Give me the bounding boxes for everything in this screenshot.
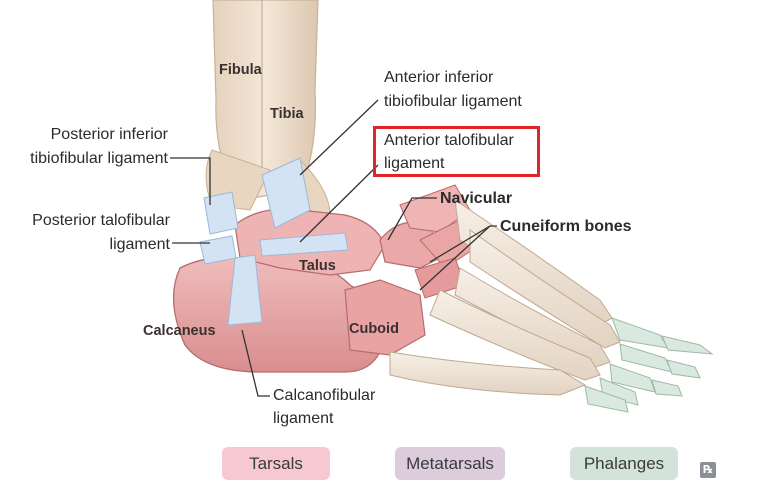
posterior-talofibular-label-line1: Posterior talofibular [32,212,170,229]
leader-lines [170,99,497,397]
legend-phalanges: Phalanges [570,447,678,480]
cuneiform-label: Cuneiform bones [500,218,632,235]
posterior-inferior-tibiofibular-label-line2: tibiofibular ligament [30,150,168,167]
leader-cuneiform-2 [419,225,491,291]
highlight-box [373,126,540,177]
navicular-label: Navicular [440,190,513,207]
metatarsal-bones [389,198,621,396]
cuboid-label: Cuboid [349,321,399,337]
leader-calcanofibular [241,329,270,397]
calcanofibular-label-line2: ligament [273,410,334,427]
anterior-inferior-tibiofibular-label-line1: Anterior inferior [384,69,494,86]
leader-posterior-inferior-tibiofibular [170,157,211,205]
talus-label: Talus [299,258,336,274]
anterior-talofibular-label-line2: ligament [384,155,445,172]
anterior-talofibular-label-line1: Anterior talofibular [384,132,514,149]
leader-navicular [387,197,437,241]
rx-badge-icon: ℞ [700,462,716,478]
posterior-talofibular-label-line2: ligament [109,236,170,253]
legend-metatarsals: Metatarsals [395,447,505,480]
leader-anterior-talofibular [299,164,379,243]
legend-tarsals: Tarsals [222,447,330,480]
leader-anterior-inferior-tibiofibular [299,99,379,176]
calcaneus-label: Calcaneus [143,323,216,339]
phalanges [584,317,714,413]
calcanofibular-label-line1: Calcanofibular [273,387,376,404]
anterior-inferior-tibiofibular-label-line2: tibiofibular ligament [384,93,522,110]
tibia-label: Tibia [270,106,304,122]
fibula-label: Fibula [219,62,262,78]
posterior-inferior-tibiofibular-label-line1: Posterior inferior [50,126,168,143]
